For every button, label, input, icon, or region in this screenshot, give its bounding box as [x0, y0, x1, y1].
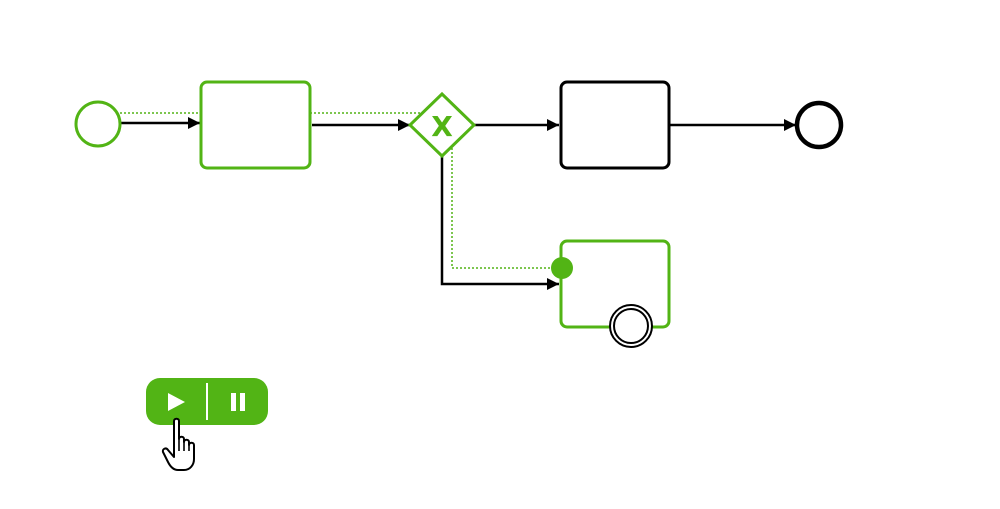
sequence-flows	[120, 117, 796, 290]
token-trail-gateway-to-subprocess	[451, 140, 556, 269]
pause-icon	[231, 392, 245, 411]
gateway-diamond	[407, 91, 477, 159]
controls-divider	[206, 383, 208, 420]
exclusive-gateway[interactable]: X	[407, 91, 477, 159]
token-trail	[120, 112, 556, 269]
play-button[interactable]	[146, 378, 206, 425]
playback-controls	[146, 378, 268, 425]
subprocess-end-event[interactable]	[609, 304, 653, 348]
subprocess-end-event-inner	[613, 308, 649, 344]
start-event[interactable]	[74, 100, 122, 148]
end-event[interactable]	[794, 100, 844, 150]
task-1[interactable]	[199, 80, 312, 170]
task-2[interactable]	[559, 80, 671, 170]
flow-gateway-to-subprocess[interactable]	[440, 156, 559, 290]
subprocess-token	[551, 257, 573, 279]
play-icon	[168, 392, 185, 411]
pause-button[interactable]	[208, 378, 268, 425]
gateway-x-marker: X	[431, 110, 453, 143]
